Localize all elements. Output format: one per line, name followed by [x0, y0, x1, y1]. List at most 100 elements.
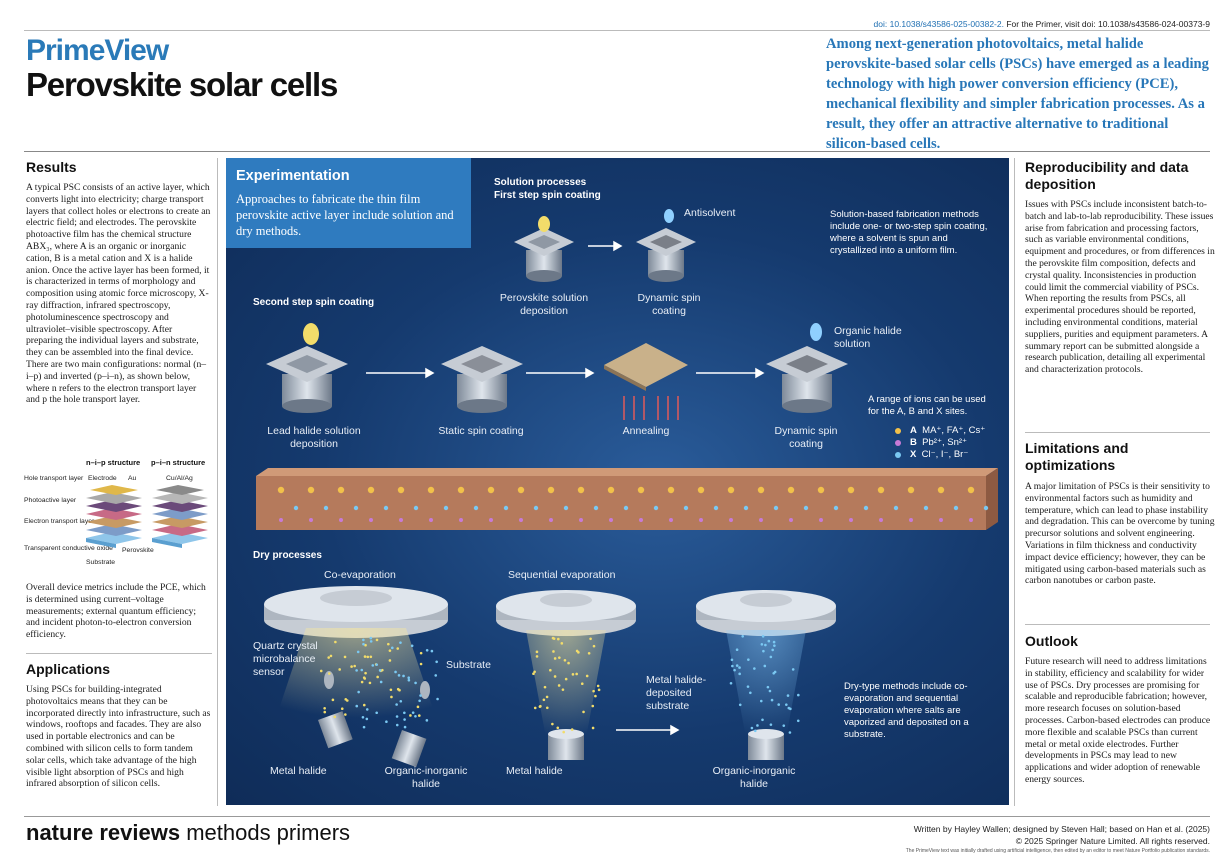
vapor-particle — [557, 684, 561, 687]
lattice-ion — [817, 486, 825, 494]
vapor-particle — [575, 672, 578, 676]
vapor-particle — [385, 720, 388, 724]
lattice-ion — [383, 505, 389, 511]
credits: Written by Hayley Wallen; designed by St… — [914, 823, 1210, 847]
vapor-particle — [570, 728, 574, 731]
experimentation-graphics — [256, 209, 998, 768]
vapor-particle — [594, 694, 597, 698]
vapor-particle — [769, 723, 773, 726]
vapor-particle — [756, 724, 759, 727]
vapor-particle — [797, 693, 800, 697]
ion-x-dot — [895, 452, 901, 458]
limitations-heading: Limitations and optimizations — [1025, 440, 1129, 473]
vapor-particle — [545, 706, 549, 710]
vapor-particle — [589, 637, 592, 641]
reproducibility-text: Issues with PSCs include inconsistent ba… — [1025, 199, 1215, 376]
vapor-particle — [403, 725, 407, 729]
tco-label: Transparent conductive oxide — [24, 545, 113, 552]
vapor-particle — [753, 729, 757, 733]
vapor-particle — [323, 710, 327, 714]
doi-line: doi: 10.1038/s43586-025-00382-2. For the… — [874, 19, 1210, 29]
vapor-particle — [395, 715, 399, 718]
footer-rule — [24, 816, 1210, 817]
vapor-particle — [750, 726, 754, 730]
lattice-ion — [757, 486, 765, 494]
vapor-particle — [735, 648, 739, 652]
vapor-particle — [592, 689, 595, 693]
vapor-particle — [532, 672, 535, 676]
reproducibility-heading: Reproducibility and data deposition — [1025, 159, 1189, 192]
vapor-particle — [764, 643, 767, 647]
vapor-particle — [394, 670, 397, 674]
vapor-particle — [378, 669, 382, 672]
ion-x-key: X — [910, 449, 917, 460]
vapor-particle — [585, 674, 589, 678]
vapor-particle — [361, 715, 365, 719]
results-text: A typical PSC consists of an active laye… — [26, 182, 211, 406]
lattice-ion — [277, 486, 285, 494]
vapor-particle — [362, 725, 366, 729]
vapor-particle — [430, 649, 434, 653]
vapor-particle — [733, 668, 736, 672]
lattice-ion — [833, 505, 839, 511]
vapor-particle — [551, 722, 554, 726]
solution-processes-title: Solution processes — [494, 177, 587, 188]
vapor-particle — [362, 676, 366, 679]
vapor-particle — [327, 656, 331, 659]
lattice-ion — [699, 518, 703, 522]
vapor-particle — [418, 714, 421, 717]
vapor-particle — [535, 655, 539, 658]
lattice-ion — [697, 486, 705, 494]
spin-coater-1 — [514, 216, 574, 282]
vapor-particle — [407, 676, 411, 680]
lattice-ion — [593, 505, 599, 511]
left-column-rule — [217, 158, 218, 806]
vapor-particle — [741, 634, 745, 638]
applications-heading: Applications — [26, 661, 111, 677]
doi-link[interactable]: doi: 10.1038/s43586-025-00382-2. — [873, 19, 1004, 29]
annealed-film — [604, 343, 688, 391]
vapor-particle — [369, 640, 373, 643]
doi-text: For the Primer, visit doi: 10.1038/s4358… — [1003, 19, 1210, 29]
vapor-particle — [396, 647, 400, 650]
seqevap-chamber-2 — [696, 590, 836, 760]
vapor-particle — [360, 668, 364, 672]
vapor-particle — [553, 657, 557, 660]
vapor-particle — [350, 665, 353, 668]
dry-processes-title: Dry processes — [253, 550, 322, 561]
ion-a-key: A — [910, 425, 917, 436]
vapor-particle — [399, 641, 402, 644]
coevaporation-label: Co-evaporation — [324, 569, 396, 581]
vapor-particle — [364, 671, 367, 675]
vapor-particle — [410, 644, 414, 648]
vapor-particle — [557, 637, 560, 641]
intro-text: Among next-generation photovoltaics, met… — [826, 36, 1209, 152]
organic-halide-label: Organic halide solution — [834, 325, 902, 350]
vapor-particle — [323, 707, 326, 710]
vapor-particle — [365, 708, 369, 711]
vapor-particle — [577, 651, 580, 654]
vapor-particle — [396, 687, 400, 691]
nip-stack — [86, 485, 142, 548]
vapor-particle — [535, 650, 539, 654]
results-heading: Results — [26, 159, 77, 175]
ion-b-text: Pb²⁺, Sn²⁺ — [922, 437, 968, 448]
vapor-particle — [425, 719, 429, 722]
vapor-particle — [796, 719, 800, 723]
limitations-text: A major limitation of PSCs is their sens… — [1025, 481, 1215, 587]
lattice-ion — [667, 486, 675, 494]
vapor-particle — [375, 663, 379, 666]
vapor-particle — [403, 718, 406, 721]
lattice-ion — [877, 486, 885, 494]
right-divider-2 — [1025, 624, 1210, 625]
lattice-ion — [579, 518, 583, 522]
ion-a-text: MA⁺, FA⁺, Cs⁺ — [922, 425, 986, 436]
vapor-particle — [582, 710, 585, 714]
vapor-particle — [409, 714, 412, 717]
ion-b-row: B Pb²⁺, Sn²⁺ — [910, 437, 967, 449]
lattice-ion — [937, 486, 945, 494]
vapor-particle — [402, 674, 405, 678]
lattice-ion — [413, 505, 419, 511]
vapor-particle — [552, 650, 555, 653]
lattice-ion — [683, 505, 689, 511]
